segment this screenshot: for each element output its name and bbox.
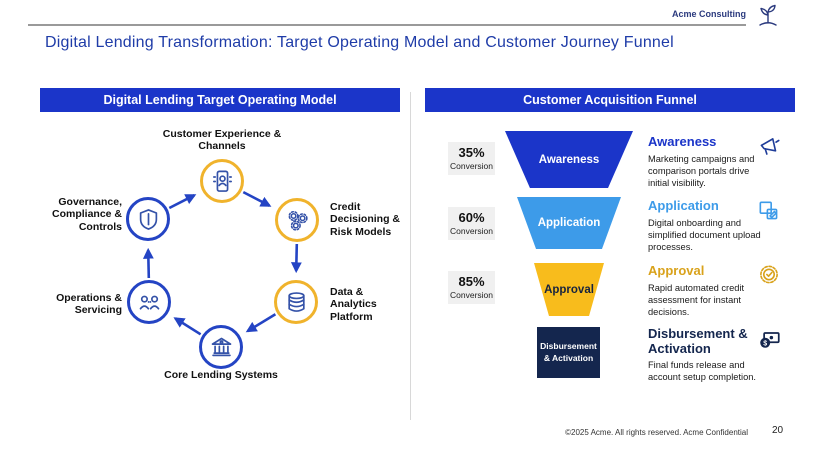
node-label-core-lending: Core Lending Systems bbox=[164, 369, 278, 381]
node-data-analytics bbox=[274, 280, 318, 324]
gears-icon bbox=[287, 210, 308, 231]
cycle-arrows bbox=[142, 190, 302, 336]
people-icon bbox=[139, 295, 159, 310]
conversion-value: 85% bbox=[458, 274, 485, 290]
svg-text:$: $ bbox=[763, 341, 767, 348]
stage-description: Final funds release and account setup co… bbox=[648, 360, 757, 383]
node-core-lending bbox=[199, 325, 243, 369]
megaphone-icon bbox=[760, 138, 780, 155]
node-label-customer-experience: Customer Experience & Channels bbox=[162, 128, 282, 153]
database-icon bbox=[287, 291, 305, 312]
stage-description: Digital onboarding and simplified docume… bbox=[648, 217, 761, 252]
left-panel-header: Digital Lending Target Operating Model bbox=[40, 88, 400, 112]
approval-badge-icon bbox=[760, 265, 778, 284]
conversion-box-application: 60% Conversion bbox=[448, 207, 495, 240]
node-operations-servicing bbox=[127, 280, 171, 324]
panel-divider bbox=[410, 92, 411, 420]
node-governance-compliance bbox=[126, 197, 170, 241]
conversion-caption: Conversion bbox=[450, 160, 493, 171]
shield-icon bbox=[139, 208, 157, 230]
page-title: Digital Lending Transformation: Target O… bbox=[45, 34, 674, 51]
stage-heading: Awareness bbox=[648, 134, 717, 149]
stage-detail-awareness: Awareness Marketing campaigns and compar… bbox=[648, 134, 762, 189]
conversion-caption: Conversion bbox=[450, 225, 493, 236]
node-credit-decisioning bbox=[275, 198, 319, 242]
money-icon: $ bbox=[760, 332, 780, 348]
stage-detail-disbursement: Disbursement & Activation Final funds re… bbox=[648, 326, 762, 383]
mobile-user-icon bbox=[212, 170, 232, 192]
stage-heading: Disbursement & Activation bbox=[648, 326, 748, 356]
stage-heading: Approval bbox=[648, 263, 705, 278]
stage-description: Marketing campaigns and comparison porta… bbox=[648, 153, 755, 188]
node-label-operations: Operations & Servicing bbox=[56, 292, 122, 317]
stage-description: Rapid automated credit assessment for in… bbox=[648, 282, 745, 317]
stage-detail-approval: Approval Rapid automated credit assessme… bbox=[648, 263, 762, 318]
funnel-stage-awareness: Awareness bbox=[505, 131, 633, 188]
funnel-stage-disbursement: Disbursement & Activation bbox=[537, 327, 600, 378]
funnel-stage-approval: Approval bbox=[534, 263, 604, 316]
header-divider bbox=[28, 24, 746, 26]
stage-detail-application: Application Digital onboarding and simpl… bbox=[648, 198, 762, 253]
right-panel-header: Customer Acquisition Funnel bbox=[425, 88, 795, 112]
node-customer-experience bbox=[200, 159, 244, 203]
conversion-box-awareness: 35% Conversion bbox=[448, 142, 495, 175]
page-number: 20 bbox=[772, 425, 784, 436]
brand-name: Acme Consulting bbox=[671, 9, 746, 19]
conversion-caption: Conversion bbox=[450, 289, 493, 300]
conversion-box-approval: 85% Conversion bbox=[448, 271, 495, 304]
node-label-governance: Governance, Compliance & Controls bbox=[51, 196, 122, 233]
conversion-value: 60% bbox=[458, 210, 485, 226]
node-label-data-analytics: Data & Analytics Platform bbox=[330, 286, 377, 323]
stage-heading: Application bbox=[648, 198, 719, 213]
funnel-stage-application: Application bbox=[517, 197, 621, 249]
conversion-value: 35% bbox=[458, 145, 485, 161]
documents-icon bbox=[759, 201, 778, 220]
sprout-logo-icon bbox=[759, 4, 777, 26]
footer-copyright: ©2025 Acme. All rights reserved. Acme Co… bbox=[565, 428, 748, 437]
bank-icon bbox=[211, 337, 231, 356]
node-label-credit-decisioning: Credit Decisioning & Risk Models bbox=[330, 201, 401, 238]
